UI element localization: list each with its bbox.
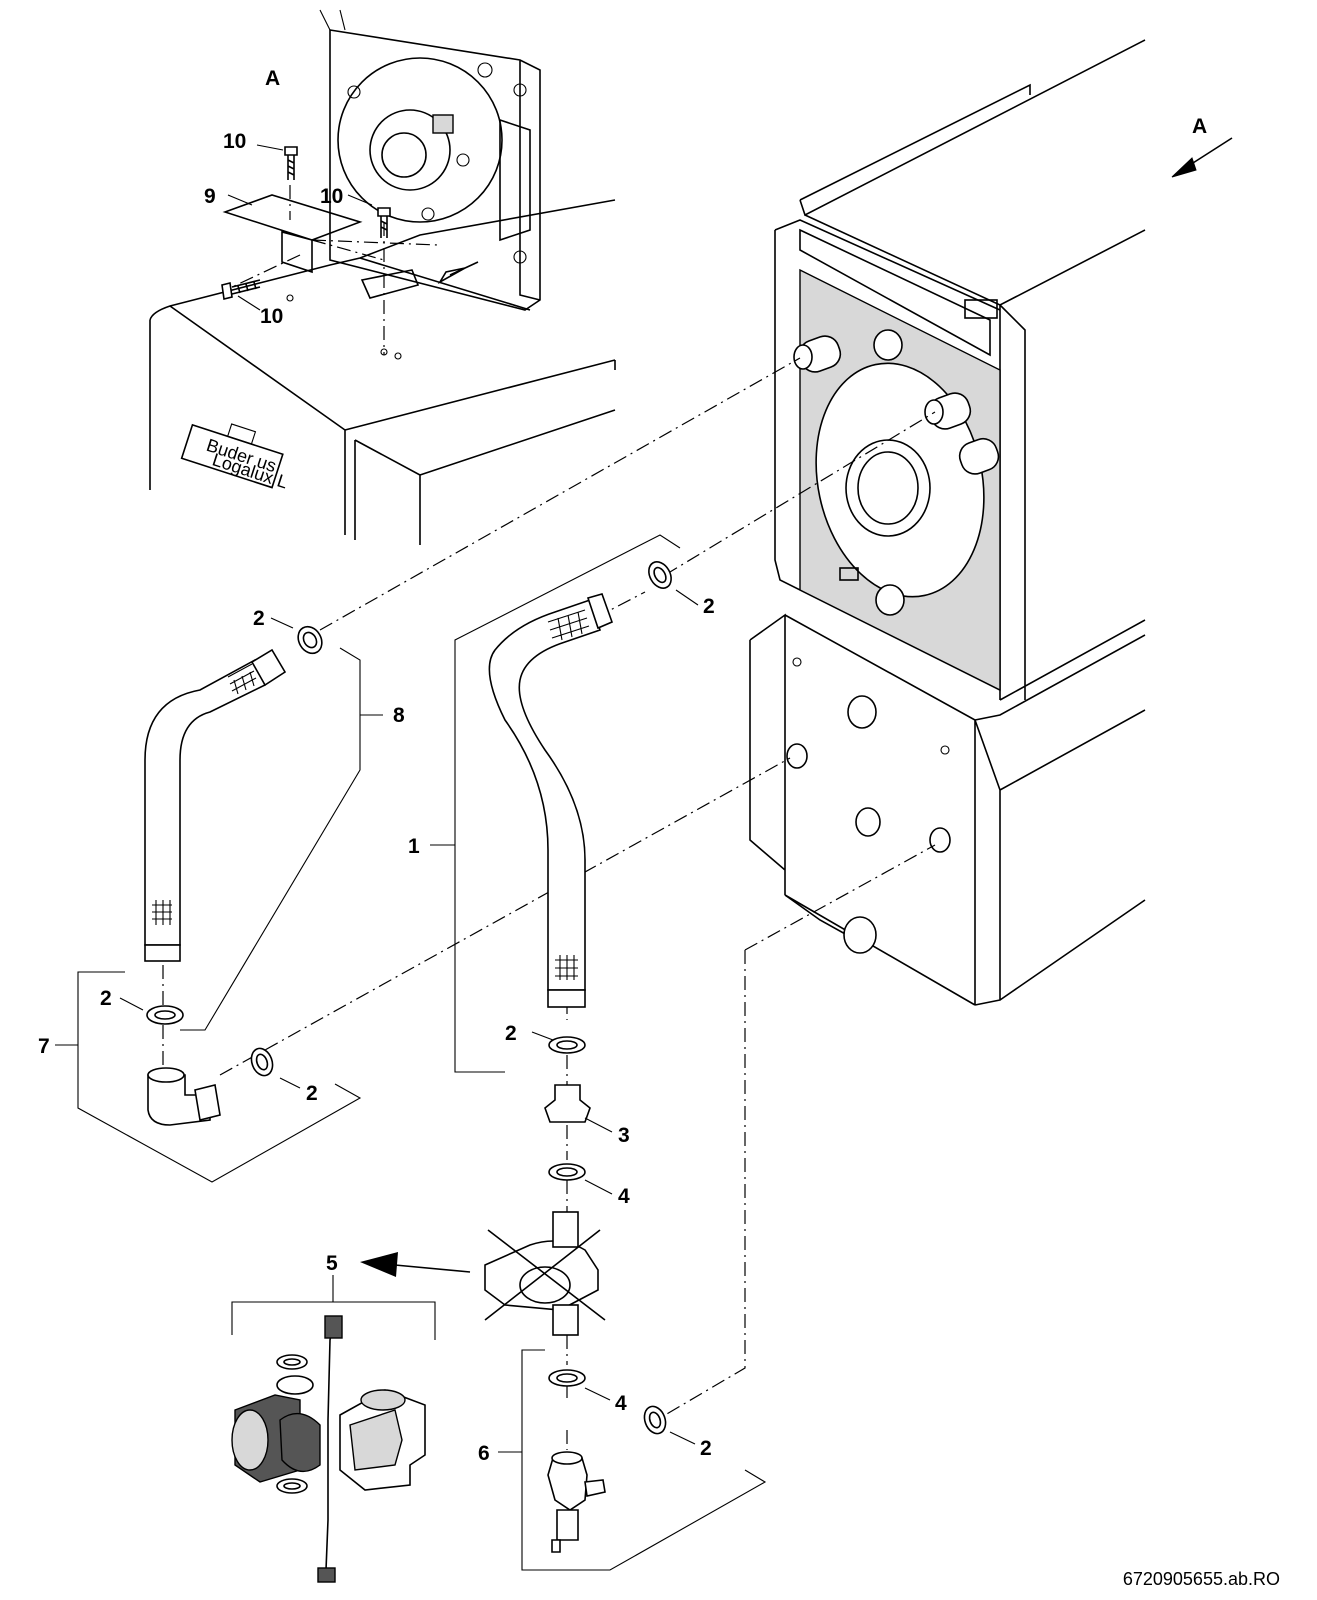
boiler-unit: A [749, 39, 1233, 1006]
callout-3: 3 [618, 1124, 630, 1147]
callout-2-elbow-top: 2 [100, 987, 112, 1010]
thread-mesh-1 [547, 609, 590, 980]
removal-arrow [437, 261, 479, 285]
burner-mounting-plate [329, 29, 541, 311]
view-a-label-inset: A [265, 67, 280, 90]
callout-6: 6 [478, 1442, 490, 1465]
callout-1: 1 [408, 835, 420, 858]
screw-middle [377, 207, 391, 238]
callout-7: 7 [38, 1035, 50, 1058]
replacement-arrow [394, 1264, 471, 1273]
callout-2-valve: 2 [700, 1437, 712, 1460]
pump-housing [339, 1389, 426, 1491]
callout-2-elbow-side: 2 [306, 1082, 318, 1105]
callout-2-stack: 2 [505, 1022, 517, 1045]
circulation-pump [231, 1375, 321, 1483]
callout-5: 5 [326, 1252, 338, 1275]
brand-plate: Buder us Logalux L [180, 423, 290, 493]
inset-view-a: Buder us Logalux L [149, 9, 616, 545]
fittings-stack: 2 3 4 [505, 1022, 630, 1208]
pipe-assembly-1: 2 1 [408, 534, 715, 1073]
callout-4-upper: 4 [618, 1185, 630, 1208]
boiler-cabinet [149, 199, 616, 545]
view-a-label-main: A [1192, 115, 1207, 138]
pump-cable [317, 1315, 343, 1583]
callout-8: 8 [393, 704, 405, 727]
assembly-center-lines [162, 357, 936, 1450]
drawing-reference-number: 6720905655.ab.RO [1123, 1569, 1280, 1589]
elbow-assembly-7: 2 7 2 [38, 971, 362, 1183]
mounting-bracket [222, 194, 420, 299]
screw-left [221, 279, 261, 300]
screw-top [284, 146, 298, 180]
callout-9: 9 [204, 185, 216, 208]
pump-kit-5: 5 [231, 1252, 436, 1583]
thread-mesh [152, 663, 257, 925]
callout-4-lower: 4 [615, 1392, 627, 1415]
tank-nozzles [786, 695, 951, 954]
callout-2-pipe8: 2 [253, 607, 265, 630]
top-nozzles [793, 329, 1000, 616]
callout-10-top: 10 [223, 130, 246, 153]
callout-2-pipe1: 2 [703, 595, 715, 618]
old-pump-crossed-out [484, 1211, 606, 1336]
valve-assembly-6: 4 6 2 [478, 1349, 767, 1571]
callout-10-left: 10 [260, 305, 283, 328]
pipe-assembly-8: 2 8 [144, 607, 405, 1031]
callout-10-middle: 10 [320, 185, 343, 208]
